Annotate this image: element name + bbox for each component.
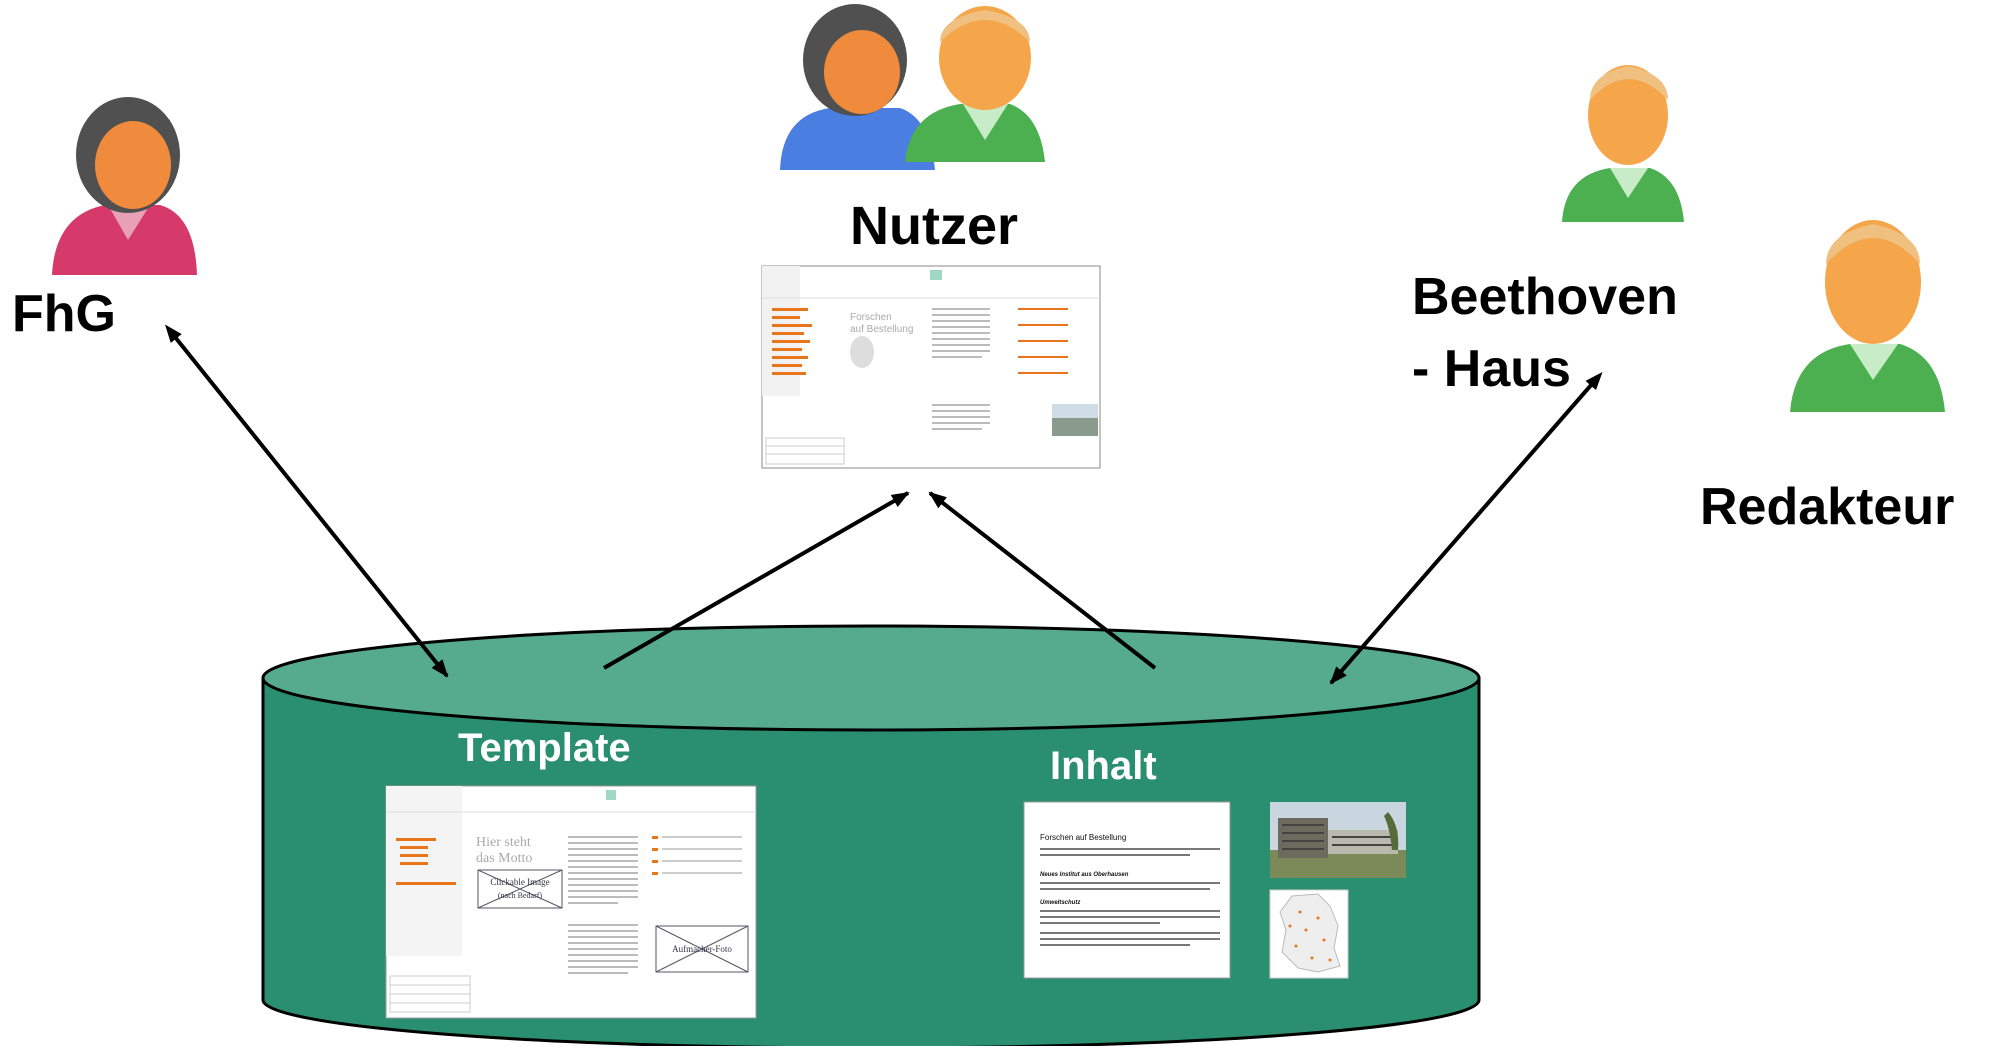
redakteur-label: Redakteur — [1700, 478, 1955, 536]
template-label: Template — [458, 726, 631, 770]
arrow-beethoven-inhalt — [1329, 371, 1603, 685]
nutzer-label: Nutzer — [850, 196, 1019, 256]
beethoven-label-line2: - Haus — [1412, 340, 1571, 398]
fhg-label: FhG — [12, 285, 116, 343]
database-cylinder — [261, 624, 1481, 1046]
beethoven-label-line1: Beethoven — [1412, 268, 1678, 326]
inhalt-label: Inhalt — [1050, 744, 1157, 788]
arrow-fhg-template — [164, 324, 449, 678]
arrow-inhalt-nutzer — [928, 491, 1157, 670]
arrow-template-nutzer — [603, 491, 910, 670]
